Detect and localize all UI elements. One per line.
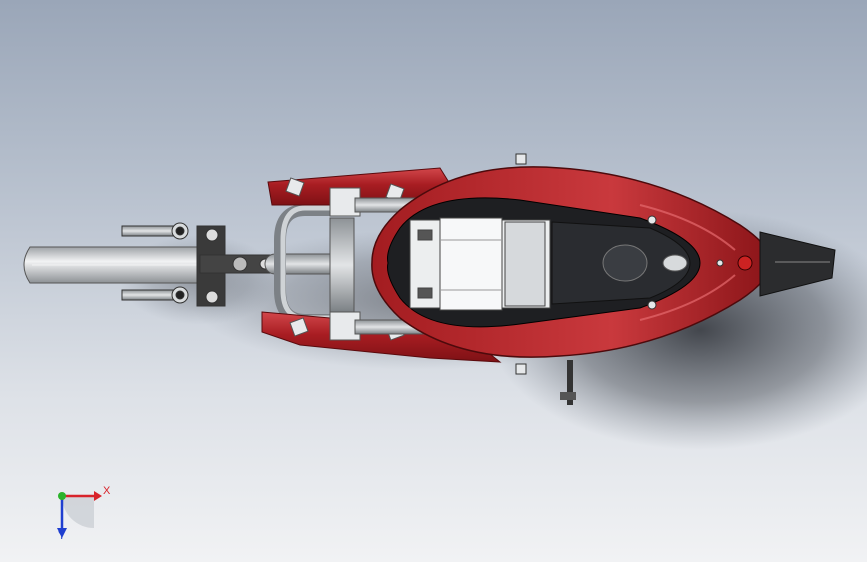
front-tire (23, 246, 201, 284)
cowl-fasteners (515, 153, 724, 375)
storage-compartment (551, 221, 691, 305)
battery-box (409, 217, 551, 311)
origin-marker (58, 492, 66, 500)
coordinate-triad (57, 491, 102, 538)
frame-crossmembers (329, 197, 426, 335)
y-axis-label: Y (58, 530, 66, 542)
x-axis-label: X (103, 485, 111, 497)
tail-light-assembly (737, 231, 836, 297)
side-stand (560, 360, 576, 405)
